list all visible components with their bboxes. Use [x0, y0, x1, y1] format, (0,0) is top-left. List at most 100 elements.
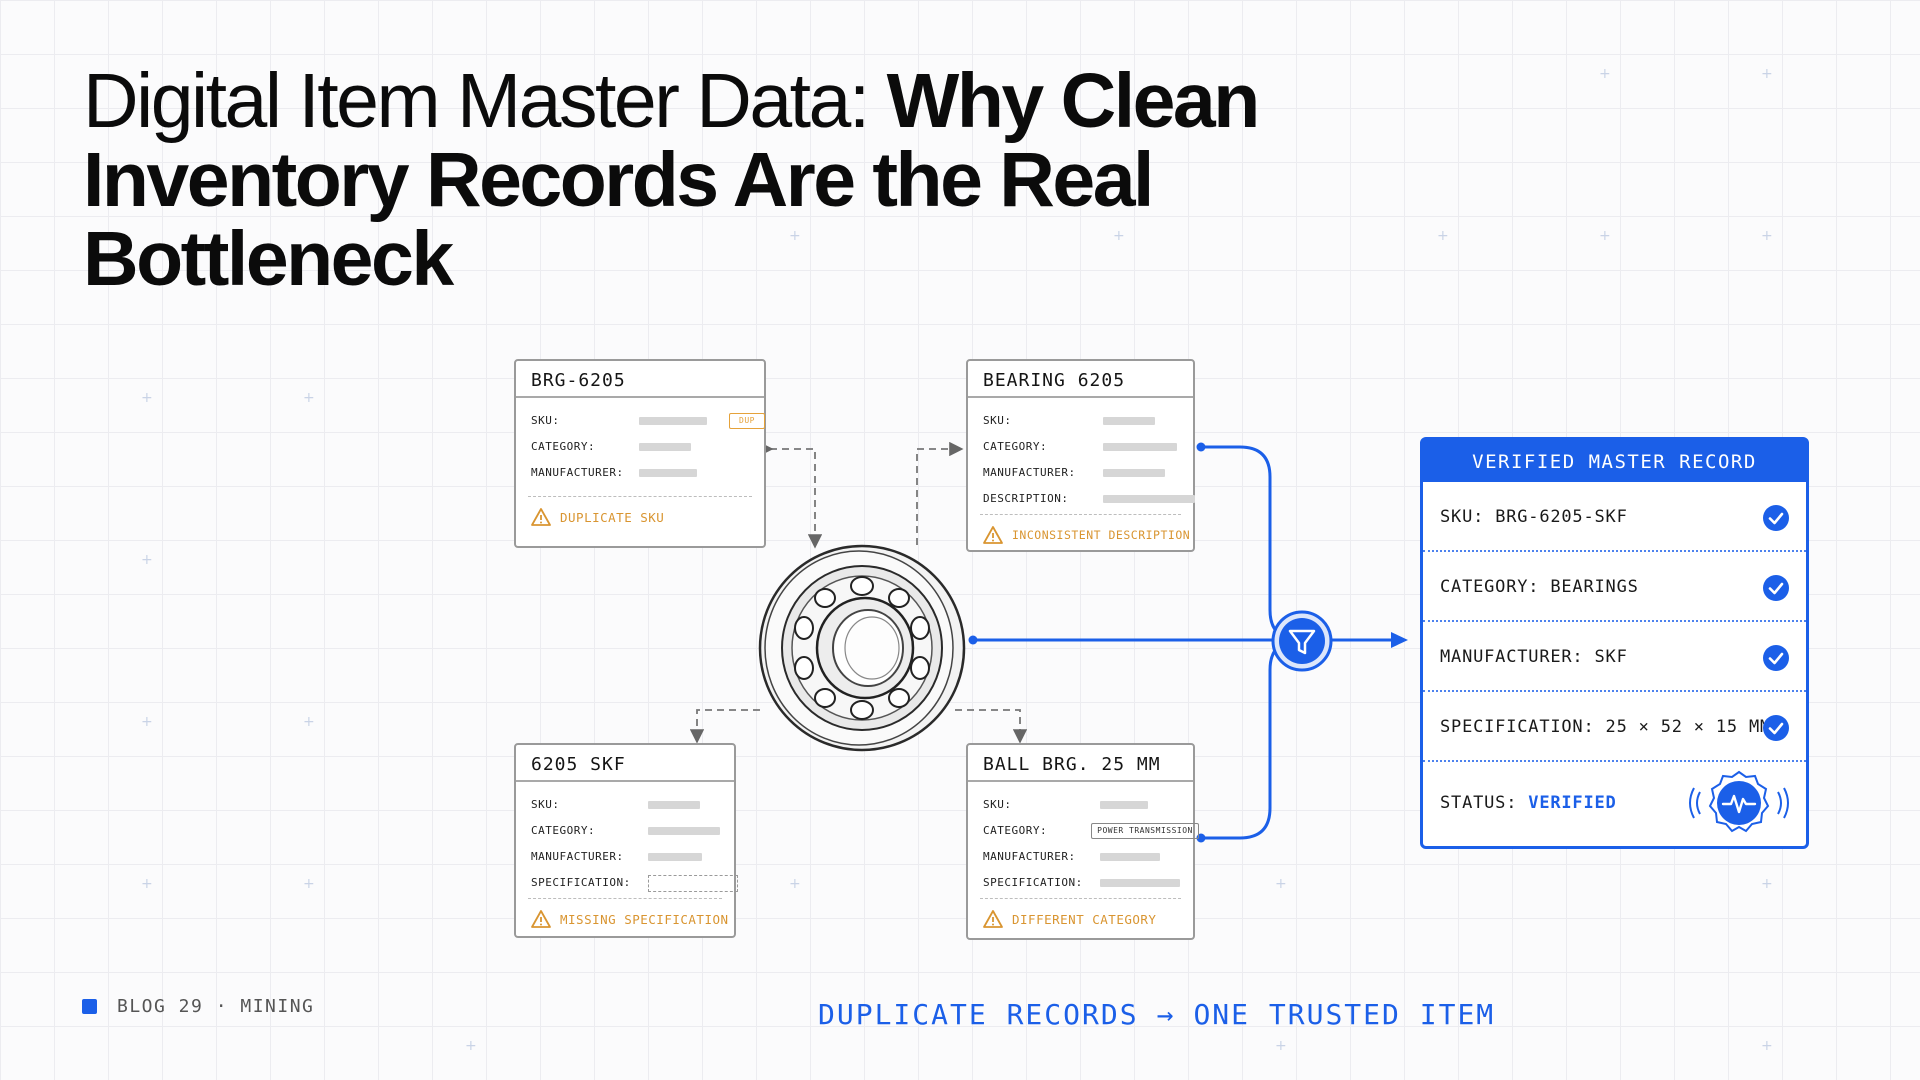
row-label: MANUFACTURER:: [531, 850, 624, 863]
tagline-arrow-icon: →: [1156, 998, 1176, 1031]
warning-text: MISSING SPECIFICATION: [560, 911, 729, 927]
grid-plus: +: [1275, 1038, 1287, 1054]
arrowhead-icon: [1391, 632, 1408, 648]
row-label: SKU:: [531, 798, 560, 811]
row-label: CATEGORY:: [531, 824, 596, 837]
row-label: SKU:: [983, 798, 1012, 811]
value-placeholder: [639, 417, 707, 425]
master-row-category: CATEGORY: BEARINGS: [1423, 552, 1806, 622]
warning-triangle-icon: [983, 526, 1003, 544]
value-placeholder: [648, 827, 720, 835]
filter-icon: [1271, 610, 1333, 672]
master-label: SKU:: [1440, 507, 1496, 527]
card-row-sku: SKU:: [983, 408, 1181, 434]
warning-triangle-icon: [983, 910, 1003, 928]
check-circle-icon: [1763, 645, 1789, 671]
status-label: STATUS:: [1440, 793, 1529, 813]
grid-plus: +: [1761, 876, 1773, 892]
grid-plus: +: [1761, 228, 1773, 244]
warning-triangle-icon: [531, 508, 551, 526]
connector-dot: [968, 635, 978, 645]
dashed-connectors: [689, 441, 1028, 744]
card-row-sku: SKU:: [531, 792, 722, 818]
value-placeholder: [639, 443, 691, 451]
card-row-manufacturer: MANUFACTURER:: [531, 460, 752, 486]
verified-master-record: VERIFIED MASTER RECORD SKU: BRG-6205-SKF…: [1420, 437, 1809, 849]
row-label: SKU:: [531, 414, 560, 427]
card-row-sku: SKU: DUP: [531, 408, 765, 434]
grid-plus: +: [789, 228, 801, 244]
card-divider: [528, 898, 722, 899]
blog-tag: BLOG 29 · MINING: [82, 996, 314, 1017]
card-row-manufacturer: MANUFACTURER:: [531, 844, 722, 870]
card-header: BALL BRG. 25 MM: [968, 745, 1193, 782]
value-placeholder: [1103, 417, 1155, 425]
master-row-specification: SPECIFICATION: 25 × 52 × 15 MM: [1423, 692, 1806, 762]
value-placeholder: [639, 469, 697, 477]
grid-plus: +: [141, 552, 153, 568]
row-label: SKU:: [983, 414, 1012, 427]
grid-plus: +: [1437, 228, 1449, 244]
card-warning: INCONSISTENT DESCRIPTION: [968, 515, 1193, 545]
card-row-description: DESCRIPTION:: [983, 486, 1195, 512]
grid-plus: +: [465, 1038, 477, 1054]
master-row-sku: SKU: BRG-6205-SKF: [1423, 482, 1806, 552]
warning-text: DIFFERENT CATEGORY: [1012, 911, 1157, 927]
row-label: CATEGORY:: [531, 440, 596, 453]
master-label: MANUFACTURER:: [1440, 647, 1595, 667]
connector-dot: [1196, 442, 1206, 452]
master-header: VERIFIED MASTER RECORD: [1423, 440, 1806, 482]
title-bold: Why Clean Inventory Records Are the Real…: [83, 58, 1260, 302]
check-circle-icon: [1763, 715, 1789, 741]
row-label: CATEGORY:: [983, 824, 1048, 837]
row-label: MANUFACTURER:: [983, 466, 1076, 479]
grid-plus: +: [141, 876, 153, 892]
record-card-ball-brg-25mm: BALL BRG. 25 MM SKU: CATEGORY: POWER TRA…: [966, 743, 1199, 940]
card-row-category: CATEGORY:: [531, 434, 752, 460]
check-circle-icon: [1763, 575, 1789, 601]
card-row-manufacturer: MANUFACTURER:: [983, 460, 1181, 486]
blog-tag-text: BLOG 29 · MINING: [117, 996, 315, 1017]
row-label: MANUFACTURER:: [983, 850, 1076, 863]
bearing-illustration: [758, 544, 966, 752]
duplicate-tag: DUP: [729, 413, 765, 429]
tagline: DUPLICATE RECORDS → ONE TRUSTED ITEM: [818, 998, 1495, 1031]
status-value: VERIFIED: [1528, 793, 1617, 813]
grid-plus: +: [789, 876, 801, 892]
card-divider: [980, 514, 1181, 515]
master-row-manufacturer: MANUFACTURER: SKF: [1423, 622, 1806, 692]
grid-plus: +: [1275, 876, 1287, 892]
missing-value-box: [648, 875, 738, 892]
value-placeholder: [648, 801, 700, 809]
card-warning: DUPLICATE SKU: [516, 497, 764, 527]
grid-plus: +: [1113, 228, 1125, 244]
grid-plus: +: [303, 876, 315, 892]
value-placeholder: [1103, 495, 1195, 503]
master-value: 25 × 52 × 15 MM: [1605, 717, 1772, 737]
grid-plus: +: [1599, 66, 1611, 82]
card-row-category: CATEGORY: POWER TRANSMISSION: [983, 818, 1199, 844]
card-row-category: CATEGORY:: [983, 434, 1181, 460]
row-label: CATEGORY:: [983, 440, 1048, 453]
row-label: SPECIFICATION:: [531, 876, 631, 889]
blog-square-icon: [82, 999, 97, 1014]
warning-text: INCONSISTENT DESCRIPTION: [1012, 528, 1191, 542]
grid-plus: +: [303, 714, 315, 730]
card-row-sku: SKU:: [983, 792, 1181, 818]
tagline-left: DUPLICATE RECORDS: [818, 998, 1139, 1031]
master-value: BRG-6205-SKF: [1495, 507, 1628, 527]
row-label: DESCRIPTION:: [983, 492, 1069, 505]
card-header: BRG-6205: [516, 361, 764, 398]
grid-plus: +: [1761, 1038, 1773, 1054]
master-label: CATEGORY:: [1440, 577, 1551, 597]
card-header: 6205 SKF: [516, 745, 734, 782]
value-placeholder: [1100, 801, 1148, 809]
pulse-badge-icon: [1689, 770, 1789, 833]
category-tag: POWER TRANSMISSION: [1091, 823, 1199, 839]
warning-triangle-icon: [531, 910, 551, 928]
master-value: BEARINGS: [1550, 577, 1639, 597]
card-divider: [528, 496, 752, 497]
tagline-right: ONE TRUSTED ITEM: [1193, 998, 1496, 1031]
value-placeholder: [1100, 879, 1180, 887]
check-circle-icon: [1763, 505, 1789, 531]
